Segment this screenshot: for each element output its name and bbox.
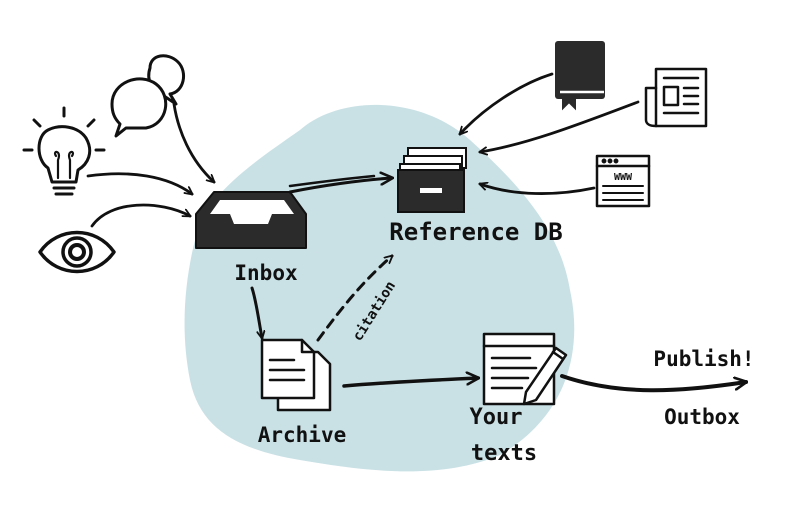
browser-window-icon	[595, 154, 651, 208]
arrow-book-to-reference	[460, 72, 554, 134]
reference-db-label: Reference DB	[389, 218, 562, 246]
book-icon	[555, 41, 605, 111]
lightbulb-icon	[22, 106, 106, 196]
your-texts-label-line2: texts	[471, 441, 537, 466]
eye-icon	[38, 230, 116, 274]
file-drawer-icon	[397, 147, 467, 213]
arrow-texts-to-outbox	[560, 374, 746, 393]
arrow-eye-to-inbox	[90, 203, 190, 228]
publish-label: Publish!	[653, 347, 754, 371]
arrow-citation	[316, 254, 394, 342]
inbox-tray-icon	[195, 191, 307, 249]
newspaper-icon	[644, 67, 708, 128]
archive-label: Archive	[258, 423, 347, 447]
arrow-inbox-to-reference	[288, 178, 392, 194]
www-label: WWW	[614, 172, 633, 183]
arrow-lightbulb-to-inbox	[86, 172, 192, 196]
chat-bubbles-icon	[110, 54, 186, 138]
arrow-archive-to-texts	[342, 378, 478, 388]
inbox-label: Inbox	[234, 261, 298, 285]
document-edit-icon	[482, 332, 568, 406]
arrow-website-to-reference	[480, 184, 596, 195]
arrow-inbox-to-archive	[250, 286, 262, 338]
outbox-label: Outbox	[664, 405, 740, 429]
arrow-newspaper-to-reference	[480, 100, 640, 152]
arrow-inbox-to-reference-shadow	[288, 174, 376, 188]
documents-icon	[260, 338, 332, 412]
your-texts-label-line1: Your	[470, 405, 523, 430]
arrow-chat-to-inbox	[172, 102, 214, 182]
